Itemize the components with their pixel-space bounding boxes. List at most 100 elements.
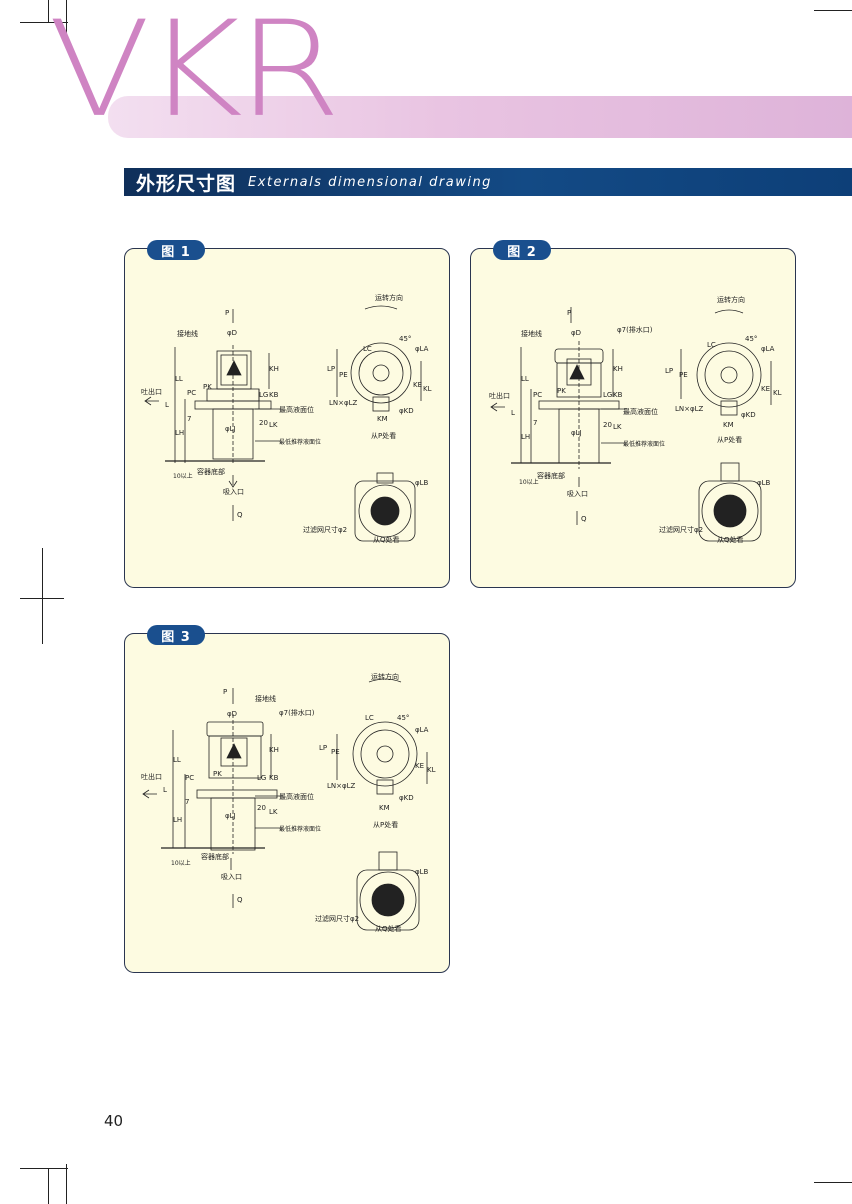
- label-lk: LK: [269, 808, 278, 816]
- brand-logo: VKR: [48, 0, 341, 147]
- label-suction: 吸入口: [567, 490, 588, 498]
- q-view-outer: [701, 482, 759, 540]
- label-lj: φLJ: [225, 812, 236, 820]
- label-lb: φLB: [415, 868, 429, 876]
- label-ke: KE: [415, 762, 425, 770]
- label-discharge: 吐出口: [141, 773, 162, 781]
- label-suction: 吸入口: [223, 488, 244, 496]
- label-pe: PE: [679, 371, 688, 379]
- label-view-p: 从P处看: [717, 436, 743, 444]
- label-kb: KB: [269, 391, 279, 399]
- label-la: φLA: [761, 345, 775, 353]
- label-45: 45°: [399, 335, 412, 343]
- terminal-box: [220, 354, 248, 386]
- label-ll: LL: [521, 375, 529, 383]
- q-view-tab: [720, 462, 740, 482]
- label-rotation: 运转方向: [717, 296, 745, 304]
- figure-3-tab: 图 3: [147, 625, 205, 645]
- label-kh: KH: [613, 365, 623, 373]
- label-lg: LG: [257, 774, 267, 782]
- figure-2-panel: 图 2 运转方向 P 接地线 φD φ7(排水口) 吐: [470, 240, 796, 588]
- q-view-square: [354, 480, 416, 542]
- label-seven: 7: [533, 419, 538, 427]
- label-kh: KH: [269, 746, 279, 754]
- label-lk: LK: [269, 421, 278, 429]
- q-view-outer: [359, 871, 417, 929]
- label-lb: φLB: [757, 479, 771, 487]
- label-view-q: 从Q处看: [375, 925, 402, 933]
- label-45: 45°: [745, 335, 758, 343]
- label-l: L: [165, 401, 169, 409]
- crop-mark: [66, 0, 67, 36]
- label-lh: LH: [521, 433, 531, 441]
- label-tank-bottom: 容器底部: [537, 472, 565, 480]
- label-45: 45°: [397, 714, 410, 722]
- section-title: 外形尺寸图: [136, 172, 237, 195]
- label-q: Q: [237, 511, 243, 519]
- rotation-arrow: [714, 309, 744, 314]
- label-max-level: 最高液面位: [279, 793, 314, 801]
- label-l: L: [163, 786, 167, 794]
- warning-icon: [569, 364, 585, 380]
- label-kl: KL: [427, 766, 436, 774]
- q-view-tab: [378, 851, 398, 871]
- label-pe: PE: [339, 371, 348, 379]
- label-ke: KE: [761, 385, 771, 393]
- p-view-outer: [696, 342, 762, 408]
- warning-icon: [226, 360, 242, 376]
- label-p: P: [223, 688, 228, 696]
- label-mesh: 过滤网尺寸φ2: [303, 526, 348, 534]
- q-view-tab: [376, 472, 394, 484]
- label-ground: 接地线: [177, 330, 198, 338]
- label-la: φLA: [415, 345, 429, 353]
- label-pc: PC: [185, 774, 195, 782]
- label-p: P: [225, 309, 230, 317]
- label-lg: LG: [603, 391, 613, 399]
- figure-1-panel: 图 1 运转方向 P 接地线: [124, 240, 450, 588]
- label-km: KM: [379, 804, 390, 812]
- terminal-box: [220, 737, 248, 767]
- p-view-outer: [352, 721, 418, 787]
- label-pk: PK: [203, 383, 212, 391]
- label-q: Q: [237, 896, 243, 904]
- label-max-level: 最高液面位: [279, 406, 314, 414]
- label-kl: KL: [773, 389, 782, 397]
- label-lh: LH: [173, 816, 183, 824]
- label-km: KM: [723, 421, 734, 429]
- label-lnlz: LN×φLZ: [675, 405, 704, 413]
- label-kd: φKD: [741, 411, 756, 419]
- label-seven: 7: [187, 415, 192, 423]
- p-view-fan: [360, 729, 410, 779]
- label-ground: 接地线: [521, 330, 542, 338]
- label-lk: LK: [613, 423, 622, 431]
- figure-3-panel: 图 3 运转方向 P 接地线 φD φ7(排水口) 吐: [124, 625, 450, 973]
- label-kl: KL: [423, 385, 432, 393]
- label-twenty: 20: [259, 419, 268, 427]
- label-twenty: 20: [603, 421, 612, 429]
- figure-3-drawing: [142, 678, 428, 931]
- discharge-arrow: [142, 789, 157, 799]
- suction-arrow: [228, 475, 238, 488]
- label-view-q: 从Q处看: [373, 536, 400, 544]
- label-d: φD: [571, 329, 582, 337]
- q-view-inlet: [370, 496, 400, 526]
- label-lnlz: LN×φLZ: [329, 399, 358, 407]
- label-ten-up: 10以上: [173, 473, 193, 480]
- label-lj: φLJ: [225, 425, 236, 433]
- crop-mark: [20, 22, 68, 23]
- label-max-level: 最高液面位: [623, 408, 658, 416]
- figure-2-drawing: [490, 307, 772, 542]
- crop-mark: [20, 1168, 68, 1169]
- section-subtitle: Externals dimensional drawing: [248, 174, 492, 190]
- page-number: 40: [104, 1112, 124, 1130]
- label-l: L: [511, 409, 515, 417]
- figure-1-drawing: [144, 305, 422, 542]
- label-lp: LP: [327, 365, 336, 373]
- label-rotation: 运转方向: [375, 294, 403, 302]
- label-min-level: 最低推荐液面位: [623, 441, 666, 448]
- label-pk: PK: [557, 387, 566, 395]
- p-view-fan: [704, 350, 754, 400]
- p-view-port: [720, 400, 738, 416]
- figure-2-tab: 图 2: [493, 240, 551, 260]
- q-view-outer: [358, 484, 412, 538]
